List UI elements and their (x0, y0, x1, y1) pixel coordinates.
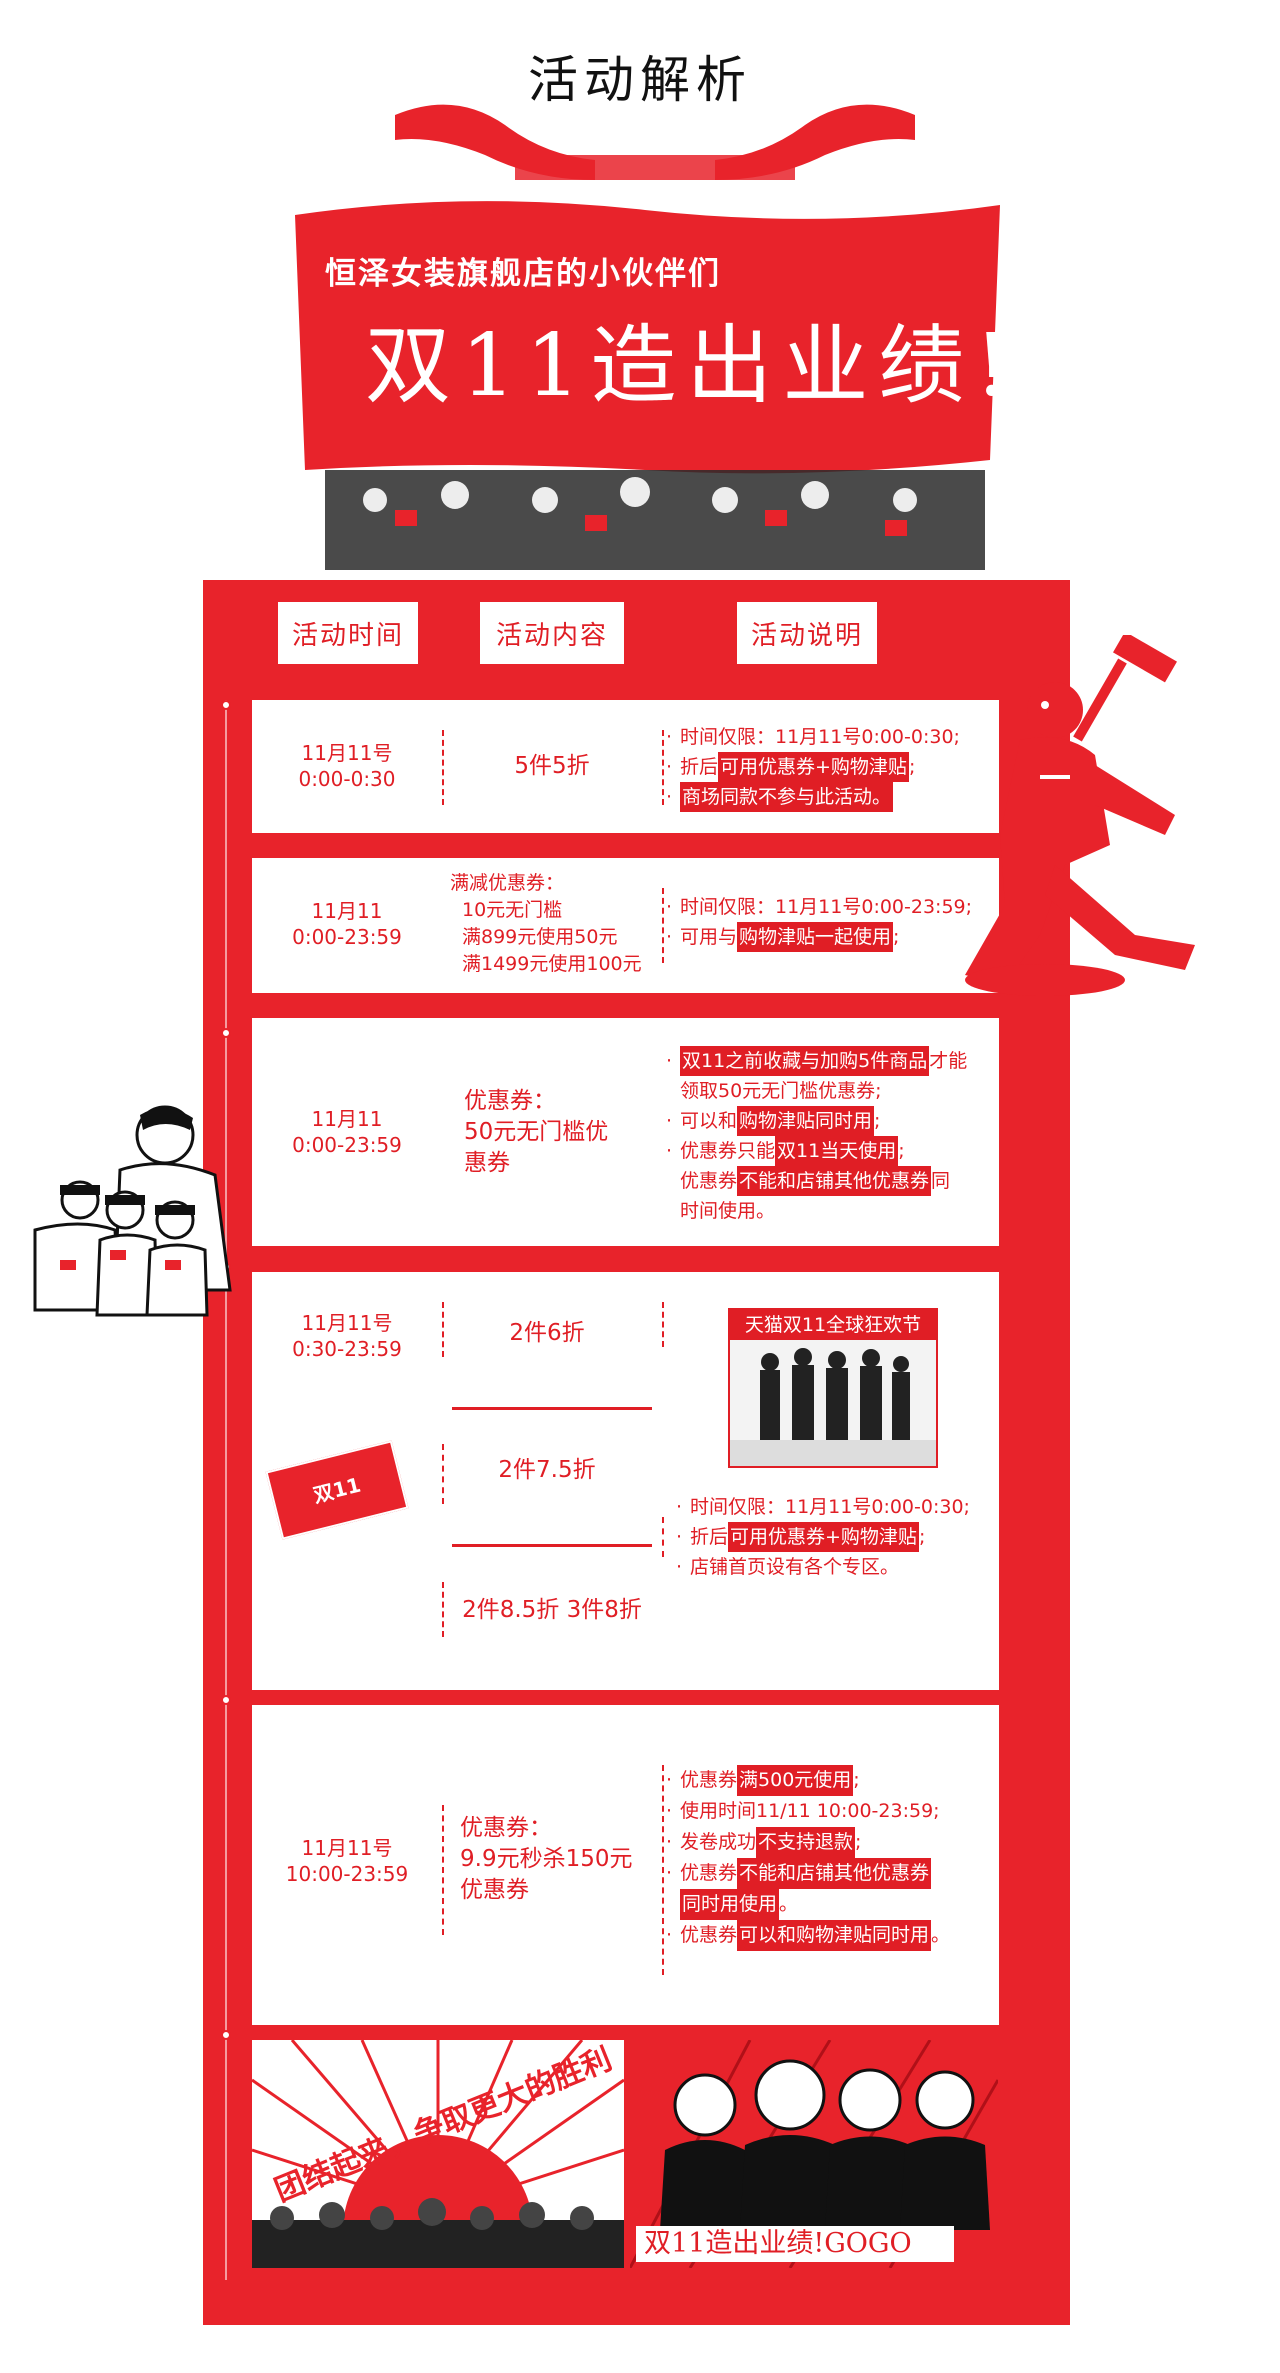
card-time: 11月11号 10:00-23:59 (285, 1836, 409, 1886)
card-time: 11月11号 0:00-0:30 (298, 741, 396, 791)
sun-rays-illustration (252, 2040, 624, 2268)
divider (662, 1302, 664, 1347)
hammer-worker-illustration (965, 635, 1195, 996)
poster-caption: 双11造出业绩!GOGO (636, 2226, 954, 2262)
banner-flag (295, 201, 1000, 570)
banner-headline: 双11造出业绩! (365, 316, 1019, 416)
note-line: ·时间仅限：11月11号0:00-0:30; (676, 1496, 970, 1518)
note-line: ·优惠券可以和购物津贴同时用。 (666, 1920, 950, 1951)
note-line: ·优惠券满500元使用; (666, 1765, 950, 1796)
card-time: 11月11 0:00-23:59 (292, 1107, 402, 1157)
page-title: 活动解析 (528, 51, 752, 109)
note-line: 优惠券不能和店铺其他优惠券同 (666, 1166, 967, 1196)
note-line: ·使用时间11/11 10:00-23:59; (666, 1800, 940, 1822)
divider (442, 1805, 444, 1935)
divider (662, 1765, 664, 1975)
card-time: 11月11号 0:30-23:59 (292, 1311, 402, 1361)
discount-option: 2件7.5折 (498, 1457, 596, 1483)
timeline-dot (221, 700, 231, 710)
note-line: ·双11之前收藏与加购5件商品才能 (666, 1046, 967, 1076)
note-line: ·发卷成功不支持退款; (666, 1827, 950, 1858)
poster-title: 天猫双11全球狂欢节 (730, 1310, 936, 1340)
banner-subtitle: 恒泽女装旗舰店的小伙伴们 (325, 256, 721, 292)
card-content: 优惠券： 50元无门槛优 惠券 (464, 1088, 609, 1176)
divider (662, 888, 664, 963)
card-content: 优惠券： 9.9元秒杀150元 优惠券 (460, 1815, 633, 1903)
note-line: ·折后可用优惠券+购物津贴; (666, 752, 960, 782)
card-notes: ·时间仅限：11月11号0:00-0:30; ·折后可用优惠券+购物津贴; ·店… (676, 1492, 970, 1582)
tab-activity-content[interactable]: 活动内容 (480, 602, 624, 664)
divider (662, 1517, 664, 1557)
family-illustration (33, 1105, 232, 1317)
note-line: 时间使用。 (680, 1200, 776, 1222)
timeline-dot (221, 1695, 231, 1705)
activity-card-1: 11月11号 0:00-0:30 5件5折 ·时间仅限：11月11号0:00-0… (252, 700, 999, 833)
timeline-dot (221, 2030, 231, 2040)
timeline-line (225, 700, 227, 2280)
note-line: ·时间仅限：11月11号0:00-23:59; (666, 896, 973, 918)
divider (442, 1582, 444, 1637)
note-line: 同时用使用。 (666, 1889, 950, 1920)
note-line: 领取50元无门槛优惠券; (680, 1080, 882, 1102)
card-notes: ·时间仅限：11月11号0:00-23:59; ·可用与购物津贴一起使用; (666, 892, 972, 952)
note-line: ·时间仅限：11月11号0:00-0:30; (666, 726, 960, 748)
note-line: ·折后可用优惠券+购物津贴; (676, 1522, 970, 1552)
separator (452, 1407, 652, 1410)
bottom-poster-right: 双11造出业绩!GOGO (630, 2040, 998, 2268)
separator (452, 1544, 652, 1547)
poster-image: 天猫双11全球狂欢节 (728, 1308, 938, 1468)
card-content: 5件5折 (514, 753, 590, 779)
timeline-dot (221, 1028, 231, 1038)
note-line: ·店铺首页设有各个专区。 (676, 1556, 900, 1578)
card-notes: ·时间仅限：11月11号0:00-0:30; ·折后可用优惠券+购物津贴; ·商… (666, 722, 960, 812)
divider (662, 730, 664, 805)
note-line: ·可以和购物津贴同时用; (666, 1106, 967, 1136)
ribbon-decoration (395, 104, 915, 180)
activity-card-2: 11月11 0:00-23:59 满减优惠券： 10元无门槛 满899元使用50… (252, 858, 999, 993)
tab-activity-time[interactable]: 活动时间 (278, 602, 418, 664)
divider (442, 730, 444, 805)
note-line: ·可用与购物津贴一起使用; (666, 922, 972, 952)
card-notes: ·双11之前收藏与加购5件商品才能 领取50元无门槛优惠券; ·可以和购物津贴同… (666, 1046, 967, 1226)
activity-card-5: 11月11号 10:00-23:59 优惠券： 9.9元秒杀150元 优惠券 ·… (252, 1705, 999, 2025)
discount-option: 2件8.5折 3件8折 (462, 1597, 642, 1623)
bottom-poster-left: 团结起来，争取更大的胜利 (252, 2040, 624, 2268)
workers-illustration (730, 1348, 936, 1466)
card-notes: ·优惠券满500元使用; ·使用时间11/11 10:00-23:59; ·发卷… (666, 1765, 950, 1951)
activity-card-3: 11月11 0:00-23:59 优惠券： 50元无门槛优 惠券 ·双11之前收… (252, 1018, 999, 1246)
discount-option: 2件6折 (509, 1320, 585, 1346)
divider (442, 1444, 444, 1504)
card-content: 满减优惠券： 10元无门槛 满899元使用50元 满1499元使用100元 (450, 872, 642, 975)
workers-group-illustration (630, 2040, 998, 2268)
divider (442, 1302, 444, 1357)
card-time: 11月11 0:00-23:59 (292, 899, 402, 949)
note-line: ·优惠券不能和店铺其他优惠券 (666, 1858, 950, 1889)
note-line: ·商场同款不参与此活动。 (666, 782, 960, 812)
note-line: ·优惠券只能双11当天使用; (666, 1136, 967, 1166)
tab-activity-notes[interactable]: 活动说明 (737, 602, 877, 664)
